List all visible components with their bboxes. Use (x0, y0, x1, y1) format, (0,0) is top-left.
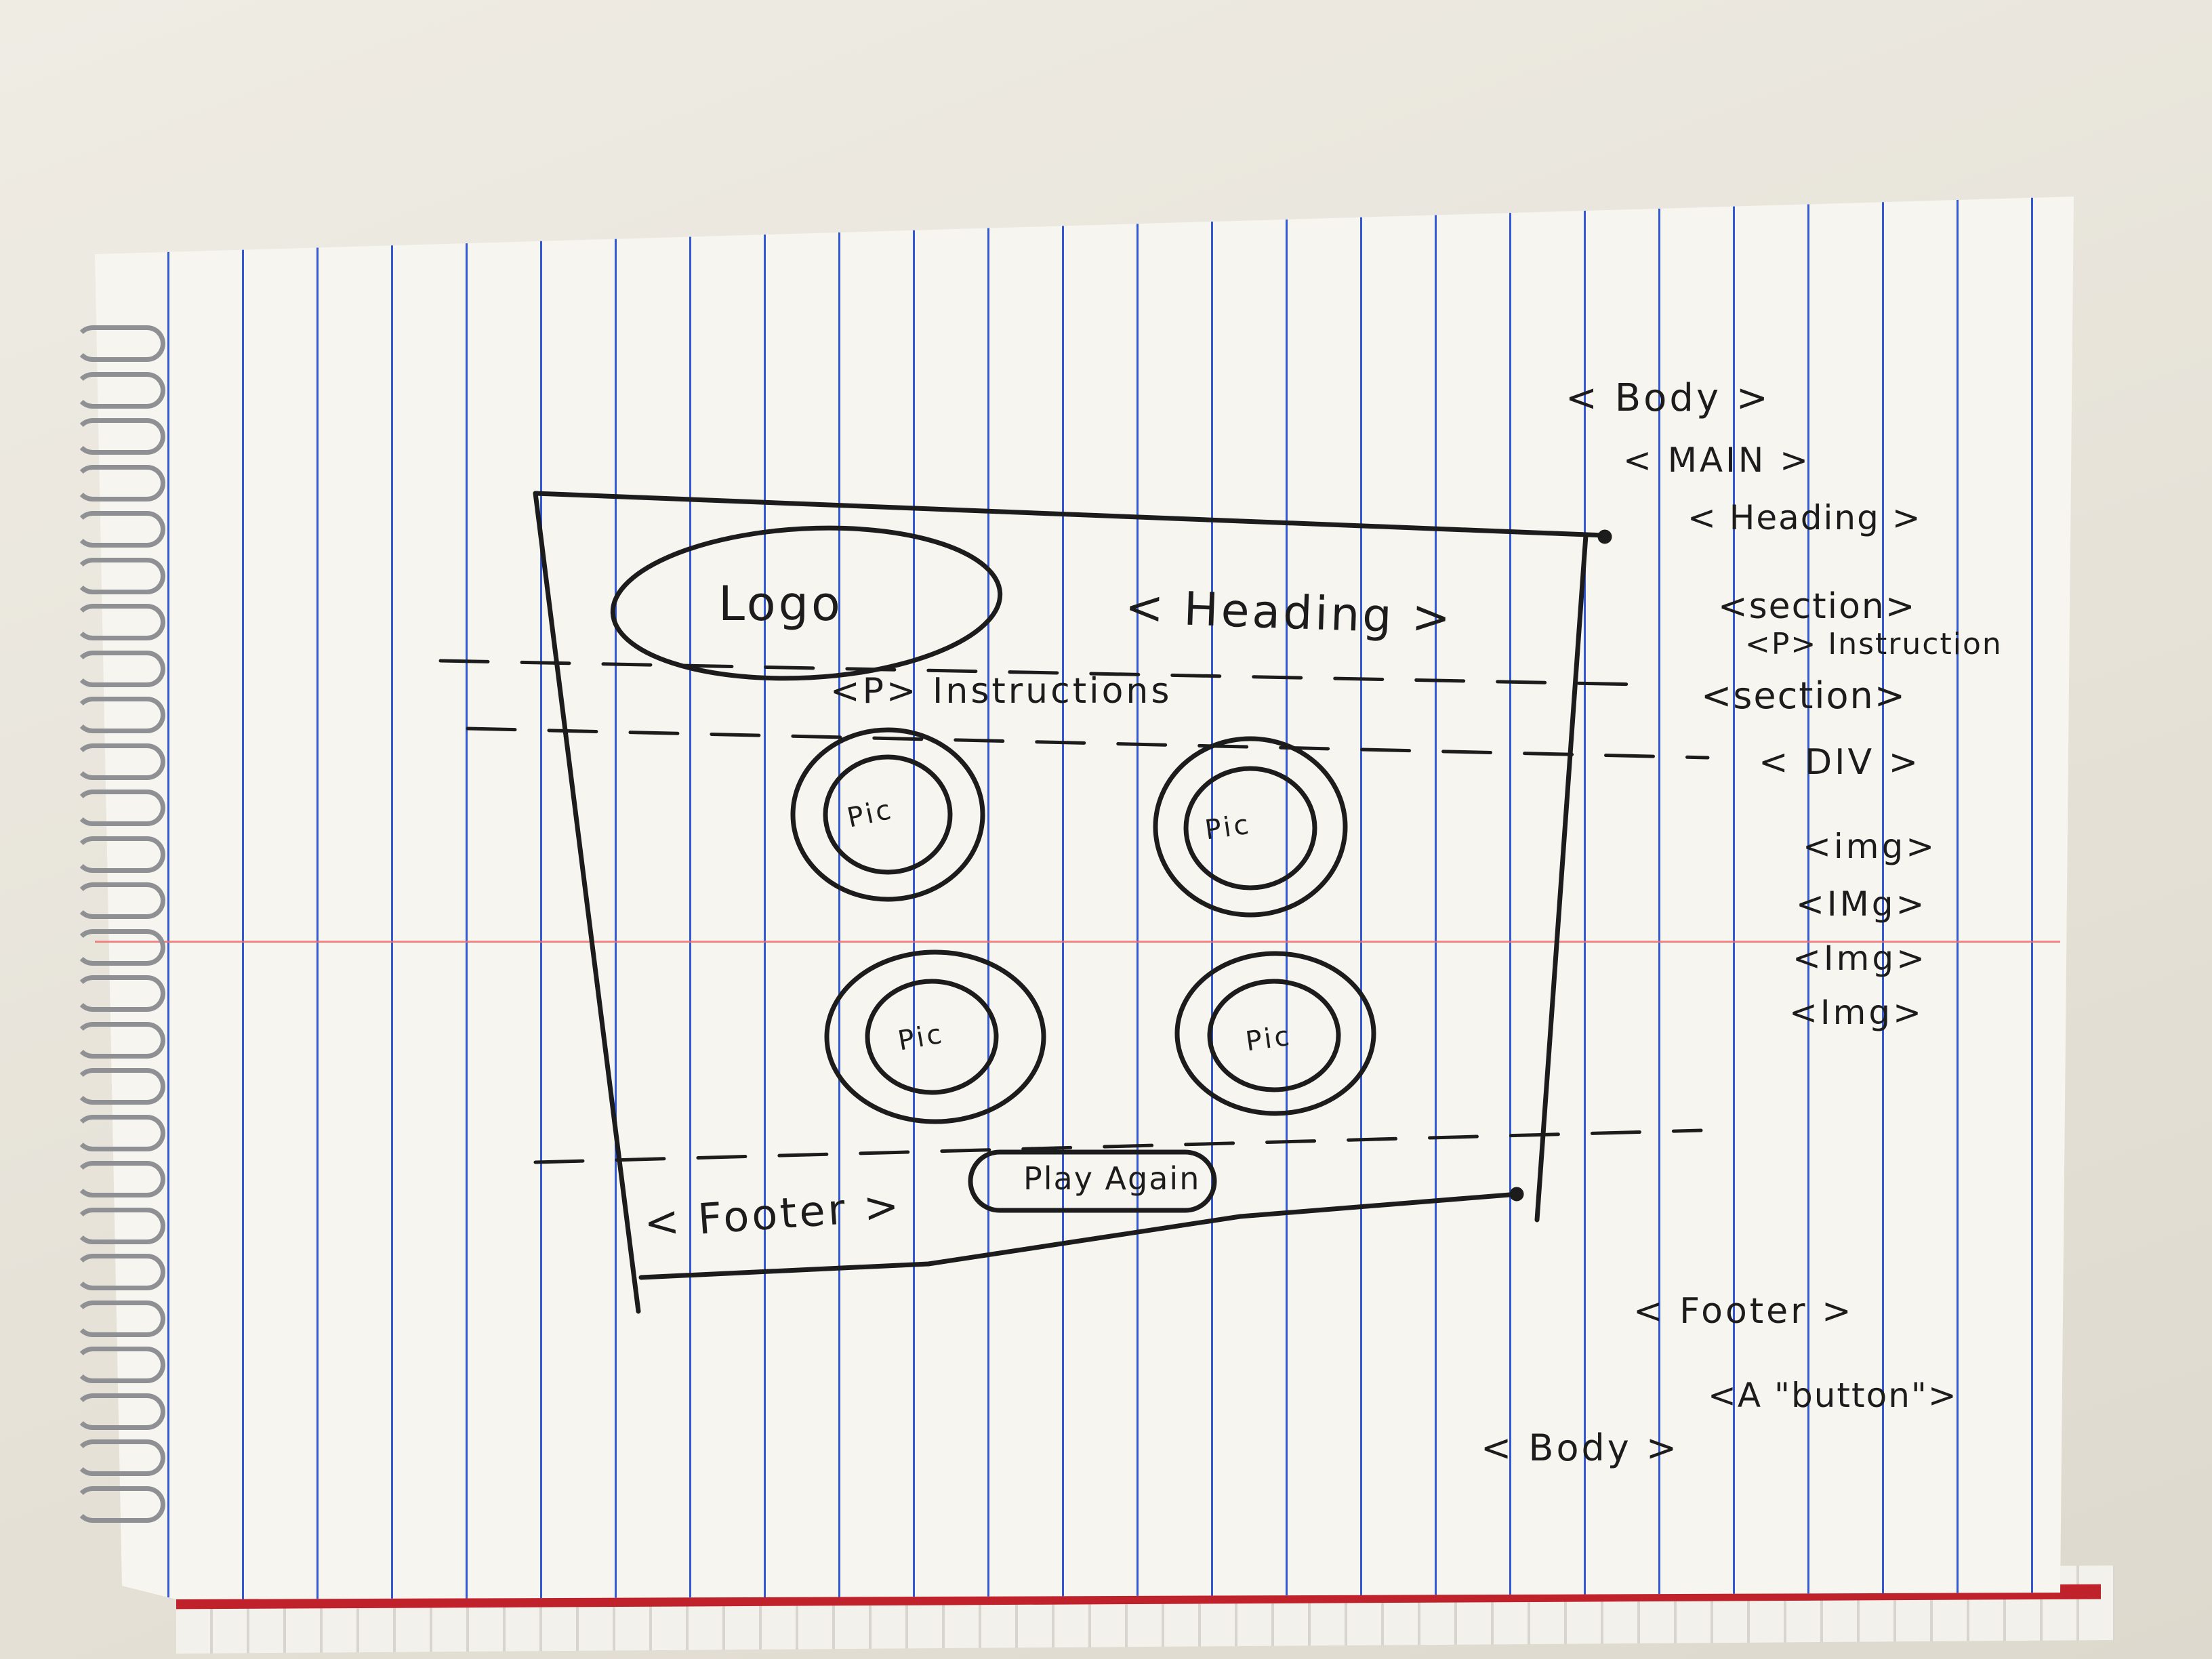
margin-line (95, 941, 2060, 943)
frame-left (533, 491, 641, 1314)
logo-label: Logo (718, 576, 843, 632)
outline-main: < MAIN > (1623, 441, 1811, 480)
outline-img-1: <img> (1803, 827, 1938, 866)
pic-outer-3 (824, 949, 1046, 1124)
spiral-ring (75, 604, 165, 640)
outline-img-4: <Img> (1789, 993, 1924, 1032)
spiral-ring (75, 1393, 165, 1430)
spiral-ring (75, 1254, 165, 1290)
spiral-ring (75, 557, 165, 594)
pic-inner-3 (865, 979, 999, 1095)
outline-footer: < Footer > (1633, 1291, 1854, 1332)
spiral-ring (75, 418, 165, 455)
spiral-ring (75, 975, 165, 1012)
frame-right (1534, 533, 1589, 1223)
frame-top (533, 491, 1607, 538)
spiral-ring (75, 697, 165, 733)
outline-div: < DIV > (1759, 742, 1921, 783)
spiral-ring (75, 511, 165, 548)
spiral-ring (75, 1021, 165, 1059)
spiral-ring (75, 1347, 165, 1383)
logo-oval (610, 525, 1003, 681)
notebook-page (95, 197, 2074, 1599)
outline-section-2: <section> (1701, 674, 1906, 717)
spiral-ring (75, 928, 165, 966)
pic-outer-2 (1153, 736, 1348, 918)
dashed-line-instructions (466, 726, 1710, 760)
frame-end-dot (1509, 1187, 1524, 1202)
spiral-ring (75, 325, 165, 362)
pic-label-2: Pic (1203, 808, 1254, 846)
pic-outer-4 (1174, 951, 1376, 1116)
spiral-ring (75, 1068, 165, 1105)
spiral-ring (75, 1161, 165, 1197)
spiral-ring (75, 790, 165, 826)
frame-corner-dot (1597, 529, 1612, 544)
outline-body-open: < Body > (1565, 376, 1771, 420)
spiral-ring (75, 464, 165, 501)
spiral-ring (75, 371, 165, 409)
play-again-label: Play Again (1023, 1160, 1201, 1197)
spiral-ring (75, 1207, 165, 1244)
spiral-ring (75, 836, 165, 873)
pic-inner-4 (1207, 979, 1341, 1092)
outline-p-instruction: <P> Instruction (1745, 627, 2003, 661)
spiral-ring (75, 1486, 165, 1523)
frame-bottom (638, 1191, 1521, 1280)
spiral-ring (75, 1300, 165, 1337)
outline-body-close: < Body > (1481, 1427, 1680, 1469)
pic-label-4: Pic (1244, 1020, 1294, 1058)
spiral-ring (75, 882, 165, 919)
pic-inner-2 (1183, 766, 1317, 890)
pic-outer-1 (790, 727, 985, 902)
outline-img-3: <Img> (1793, 939, 1927, 978)
outline-a-button: <A "button"> (1708, 1376, 1958, 1415)
spiral-ring (75, 743, 165, 780)
dashed-line-header (438, 659, 1642, 687)
pic-inner-1 (823, 754, 953, 875)
heading-label: < Heading > (1124, 580, 1454, 646)
spiral-ring (75, 650, 165, 687)
spiral-ring (75, 1439, 165, 1476)
dashed-line-footer (533, 1128, 1703, 1164)
outline-section-1: <section> (1718, 586, 1917, 627)
spiral-ring (75, 1114, 165, 1151)
outline-heading: < Heading > (1687, 498, 1922, 537)
instructions-label: <P> Instructions (830, 671, 1172, 712)
play-again-pill (968, 1149, 1217, 1213)
outline-img-2: <IMg> (1796, 884, 1927, 924)
